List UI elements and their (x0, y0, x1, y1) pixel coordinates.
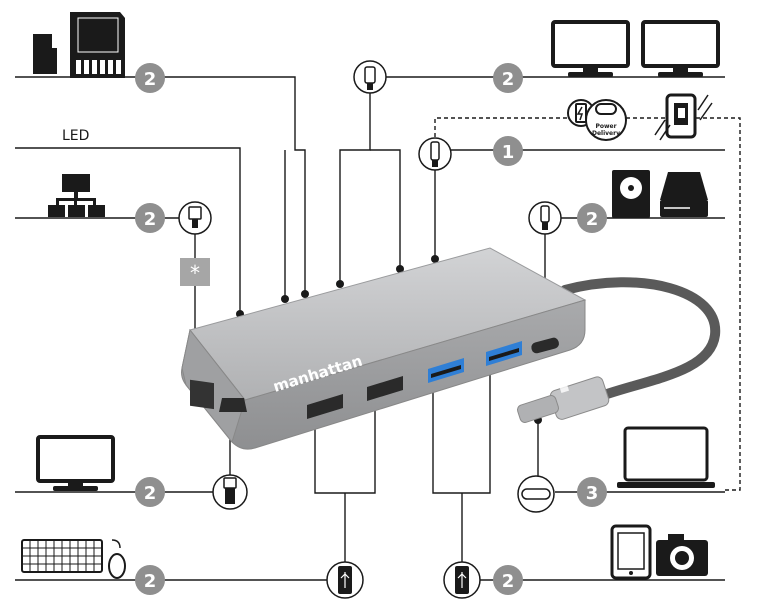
svg-text:2: 2 (502, 571, 515, 592)
number-badges: 2 2 1 2 2 2 3 2 (135, 63, 607, 595)
external-drive-icon (660, 172, 708, 217)
ethernet-port (190, 379, 214, 410)
hard-drive-icon (612, 170, 650, 218)
microsd-card-icon (33, 34, 57, 74)
keyboard-icon (21, 539, 103, 573)
monitor-icon (551, 20, 630, 77)
asterisk-note: * (180, 258, 210, 286)
svg-text:2: 2 (586, 209, 599, 230)
usb-c-port (531, 337, 559, 354)
svg-text:3: 3 (586, 483, 599, 504)
usb-a-plug-icon-right (443, 561, 481, 599)
usb-a-plug-icon-left (326, 561, 364, 599)
badge-keyboard-mouse: 2 (135, 565, 165, 595)
usb-a-port-4-usb3 (486, 341, 522, 366)
mouse-icon (108, 539, 126, 579)
usb-plug-icon (353, 60, 387, 94)
svg-text:2: 2 (144, 483, 157, 504)
usb-a-port-1 (307, 394, 343, 419)
asterisk-label: * (190, 261, 200, 285)
power-delivery-icon: Power Delivery (585, 99, 627, 141)
usb-a-port-2 (367, 376, 403, 401)
camera-icon (656, 534, 708, 576)
usb-c-receptacle-icon (517, 475, 555, 513)
usb-c-plug-icon (418, 137, 452, 171)
svg-text:2: 2 (144, 69, 157, 90)
badge-usb-a-right: 2 (493, 565, 523, 595)
usb-c-connector (516, 376, 610, 423)
monitor-icon-bottom (36, 435, 115, 491)
badge-laptop: 3 (577, 477, 607, 507)
svg-text:1: 1 (502, 142, 515, 163)
usb-c-plug-icon-storage (528, 201, 562, 235)
hdmi-plug-icon (212, 474, 248, 510)
badge-sd-cards: 2 (135, 63, 165, 93)
badge-hdmi-monitors: 2 (493, 63, 523, 93)
usb-a-port-3-usb3 (428, 358, 464, 383)
phone-charging-icon (654, 93, 713, 141)
badge-hdmi-bottom: 2 (135, 477, 165, 507)
laptop-icon (617, 426, 715, 488)
network-icon (48, 174, 105, 217)
led-label: LED (62, 128, 89, 144)
delivery-label: Delivery (592, 130, 620, 137)
ethernet-plug-icon (178, 201, 212, 235)
svg-text:2: 2 (502, 69, 515, 90)
usb-c-hub: manhattan (181, 247, 721, 450)
hdmi-port (219, 398, 247, 412)
svg-text:2: 2 (144, 571, 157, 592)
power-label: Power (595, 123, 616, 130)
badge-usb-c-storage: 2 (577, 203, 607, 233)
badge-ethernet: 2 (135, 203, 165, 233)
tablet-icon (610, 524, 652, 580)
sd-card-icon (70, 12, 125, 78)
monitor-icon-2 (641, 20, 720, 77)
badge-usb-c-power: 1 (493, 136, 523, 166)
svg-text:2: 2 (144, 209, 157, 230)
